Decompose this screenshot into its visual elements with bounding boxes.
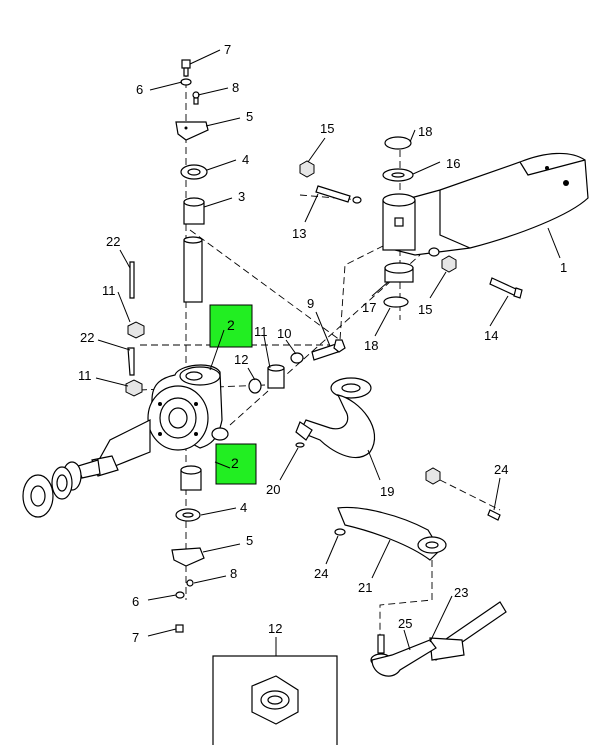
bushing-3 — [183, 197, 205, 225]
washer-18-bottom — [383, 296, 409, 308]
callout-18-bottom: 18 — [364, 338, 378, 353]
callout-4-top: 4 — [242, 152, 249, 167]
steering-knuckle — [147, 364, 229, 451]
callout-18-top: 18 — [418, 124, 432, 139]
tie-bolt-line-2 — [139, 384, 266, 391]
cotter-line — [439, 479, 501, 511]
callout-7-top: 7 — [224, 42, 231, 57]
bolt13-line — [299, 194, 361, 201]
nut-12-detail — [251, 675, 299, 725]
nut-12 — [248, 378, 262, 394]
callout-13: 13 — [292, 226, 306, 241]
bushing-lower — [180, 465, 202, 491]
steering-arm-19 — [295, 377, 376, 458]
callout-3: 3 — [238, 189, 245, 204]
key-24 — [334, 528, 346, 536]
cotter-pin-22-upper — [129, 261, 135, 299]
bolt-9 — [311, 339, 346, 361]
callout-25: 25 — [398, 616, 412, 631]
callout-15-lower: 15 — [418, 302, 432, 317]
nut-15-upper — [299, 160, 315, 178]
gasket-4-top — [180, 164, 208, 180]
bearing-rings — [22, 461, 82, 518]
bolt-7-lower — [175, 624, 184, 633]
callout-20: 20 — [266, 482, 280, 497]
callout-9: 9 — [307, 296, 314, 311]
callout-23: 23 — [454, 585, 468, 600]
cotter-pin-22-lower — [127, 347, 135, 376]
callout-24-left: 24 — [314, 566, 328, 581]
callout-2-lower: 2 — [231, 455, 239, 471]
callout-16: 16 — [446, 156, 460, 171]
washer-15-lower — [428, 247, 440, 257]
arm-to-tierod-line — [379, 560, 433, 635]
cap-5-top — [175, 121, 209, 141]
callout-15-upper: 15 — [320, 121, 334, 136]
axle-link-line — [189, 229, 396, 341]
tie-rod-end-25 — [370, 634, 437, 677]
callout-6-lower: 6 — [132, 594, 139, 609]
callout-4-lower: 4 — [240, 500, 247, 515]
nut-15-lower — [441, 255, 457, 273]
bolt-13 — [315, 185, 362, 204]
nut-11-upper — [127, 321, 145, 339]
callout-11-bushing: 11 — [254, 324, 268, 339]
callout-24-right: 24 — [494, 462, 508, 477]
washer-6-lower — [175, 591, 185, 599]
key-20 — [295, 442, 305, 448]
washer-18-top — [384, 136, 412, 150]
callout-12: 12 — [234, 352, 248, 367]
callout-7-lower: 7 — [132, 630, 139, 645]
kingpin — [183, 236, 203, 303]
tie-rod-23 — [429, 601, 507, 661]
gasket-4-lower — [175, 508, 201, 522]
callout-1: 1 — [560, 260, 567, 275]
callout-17: 17 — [362, 300, 376, 315]
callout-12-detail: 12 — [268, 621, 282, 636]
callout-11-lower: 11 — [78, 368, 92, 383]
callout-8-lower: 8 — [230, 566, 237, 581]
grease-fitting-8-top — [192, 91, 200, 105]
callout-6-top: 6 — [136, 82, 143, 97]
cotter-pin-24 — [487, 509, 501, 521]
bolt-14 — [489, 277, 523, 299]
callout-19: 19 — [380, 484, 394, 499]
tie-rod-arm-21 — [337, 506, 447, 561]
grease-fitting-8-lower — [186, 579, 194, 587]
callout-2-upper: 2 — [227, 317, 235, 333]
leader-lines — [95, 49, 561, 651]
callout-11-upper: 11 — [102, 283, 116, 298]
cap-5-lower — [171, 547, 205, 567]
callout-21: 21 — [358, 580, 372, 595]
callout-10: 10 — [277, 326, 291, 341]
nut-11-lower — [125, 379, 143, 397]
washer-10 — [290, 352, 304, 364]
callout-22-upper: 22 — [106, 234, 120, 249]
callout-5-top: 5 — [246, 109, 253, 124]
callout-22-lower: 22 — [80, 330, 94, 345]
callout-14: 14 — [484, 328, 498, 343]
castle-nut — [425, 467, 441, 485]
seal-17 — [384, 262, 414, 283]
axle-beam-1 — [382, 152, 589, 256]
spindle — [77, 419, 151, 479]
axle-link-line-2 — [229, 254, 421, 426]
bushing-11 — [267, 364, 285, 389]
highlight-part-2-lower[interactable] — [215, 443, 257, 485]
bolt-7-top — [181, 59, 191, 77]
highlight-part-2-upper[interactable] — [209, 304, 253, 348]
callout-8-top: 8 — [232, 80, 239, 95]
callout-5-lower: 5 — [246, 533, 253, 548]
washer-6-top — [180, 78, 192, 86]
